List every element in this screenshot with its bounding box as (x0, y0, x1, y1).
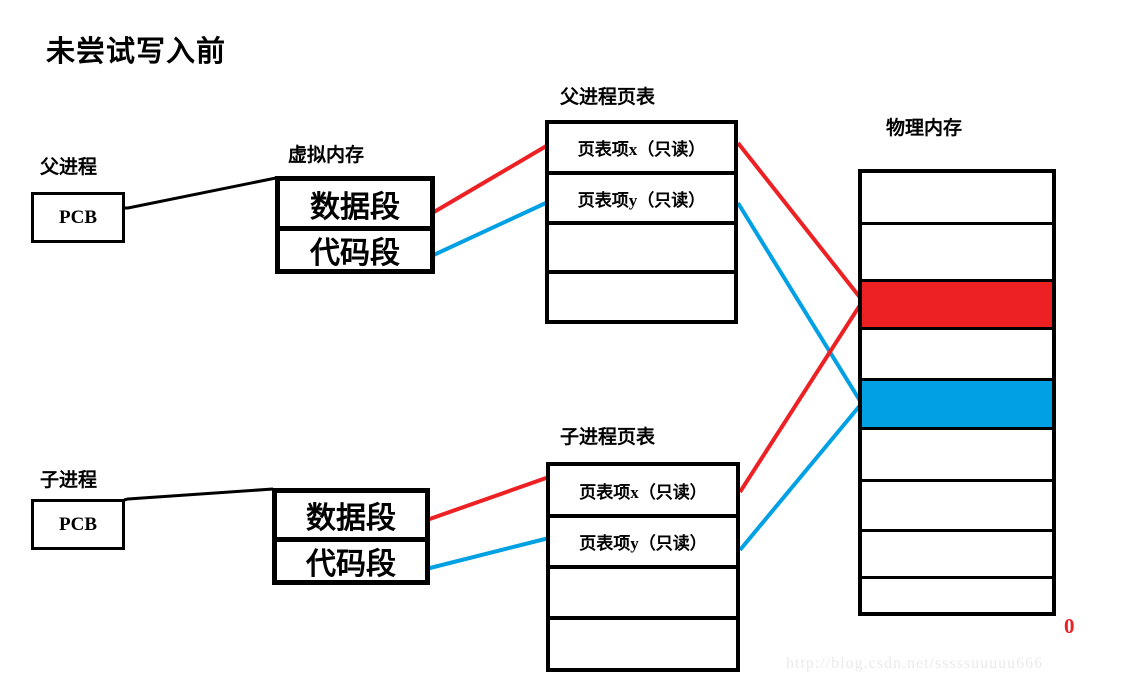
physical-memory-divider-3 (862, 378, 1052, 381)
parent-pte-divider-2 (549, 270, 734, 274)
parent-process-label: 父进程 (40, 157, 98, 178)
parent-pte-divider-1 (549, 221, 734, 225)
physical-memory-box (858, 169, 1056, 616)
child-segment-code: 代码段 (306, 548, 396, 581)
line-parent-pte-y-to-blue-frame (736, 201, 864, 406)
parent-virtual-memory-box: 数据段 代码段 (275, 176, 435, 274)
physical-memory-frame-1 (862, 225, 1052, 279)
parent-pte-divider-0 (549, 171, 734, 175)
line-child-pte-y-to-blue-frame (738, 401, 864, 552)
physical-memory-zero-label: 0 (1064, 614, 1075, 638)
child-pte-row-0: 页表项x（只读） (579, 482, 707, 502)
parent-segment-data: 数据段 (310, 190, 400, 224)
physical-memory-divider-2 (862, 327, 1052, 330)
child-segment-data: 数据段 (306, 502, 396, 535)
child-page-table-label: 子进程页表 (560, 427, 656, 448)
physical-memory-divider-7 (862, 576, 1052, 579)
parent-segment-code: 代码段 (310, 237, 400, 270)
parent-page-table-label: 父进程页表 (560, 87, 656, 108)
parent-pcb-box: PCB (31, 192, 125, 243)
physical-memory-frame-0 (862, 173, 1052, 222)
watermark-text: http://blog.csdn.net/sssssuuuuu666 (786, 655, 1044, 672)
line-child-pcb-to-virtual-memory (123, 487, 274, 502)
child-segment-divider (277, 537, 425, 542)
parent-virtual-memory-label: 虚拟内存 (288, 145, 365, 166)
parent-pte-row-0: 页表项x（只读） (577, 140, 706, 159)
line-child-data-segment-to-pte-x (423, 475, 550, 523)
physical-memory-label: 物理内存 (886, 118, 963, 139)
child-virtual-memory-box: 数据段 代码段 (272, 488, 430, 585)
physical-memory-divider-5 (862, 479, 1052, 482)
child-pte-divider-0 (550, 514, 736, 518)
child-pte-divider-1 (550, 565, 736, 569)
line-parent-pcb-to-virtual-memory (124, 176, 277, 210)
physical-memory-divider-0 (862, 222, 1052, 225)
child-pte-row-3 (550, 620, 736, 668)
physical-memory-frame-6 (862, 482, 1052, 529)
physical-memory-divider-1 (862, 279, 1052, 282)
child-process-label: 子进程 (40, 470, 98, 491)
physical-memory-frame-3 (862, 330, 1052, 378)
line-parent-code-segment-to-pte-y (424, 200, 549, 261)
physical-memory-frame-7 (862, 532, 1052, 576)
parent-pte-row-3 (549, 274, 734, 320)
parent-pte-row-1: 页表项y（只读） (577, 190, 706, 210)
page-title: 未尝试写入前 (46, 36, 227, 68)
parent-page-table-box: 页表项x（只读） 页表项y（只读） (545, 120, 738, 324)
child-page-table-box: 页表项x（只读） 页表项y（只读） (546, 462, 740, 672)
child-pcb-box: PCB (31, 499, 125, 550)
line-child-pte-x-to-red-frame (738, 300, 864, 494)
physical-memory-frame-8 (862, 579, 1052, 612)
line-child-code-segment-to-pte-y (425, 536, 550, 571)
physical-memory-divider-6 (862, 529, 1052, 532)
physical-memory-frame-4 (862, 381, 1052, 427)
child-pte-divider-2 (550, 616, 736, 620)
child-pte-row-1: 页表项y（只读） (579, 534, 707, 553)
line-parent-data-segment-to-pte-x (432, 143, 550, 214)
physical-memory-frame-2 (862, 282, 1052, 327)
physical-memory-frame-5 (862, 430, 1052, 479)
physical-memory-divider-4 (862, 427, 1052, 430)
parent-pte-row-2 (549, 225, 734, 270)
parent-segment-divider (280, 226, 430, 231)
child-pte-row-2 (550, 569, 736, 616)
line-parent-pte-x-to-red-frame (736, 141, 864, 302)
